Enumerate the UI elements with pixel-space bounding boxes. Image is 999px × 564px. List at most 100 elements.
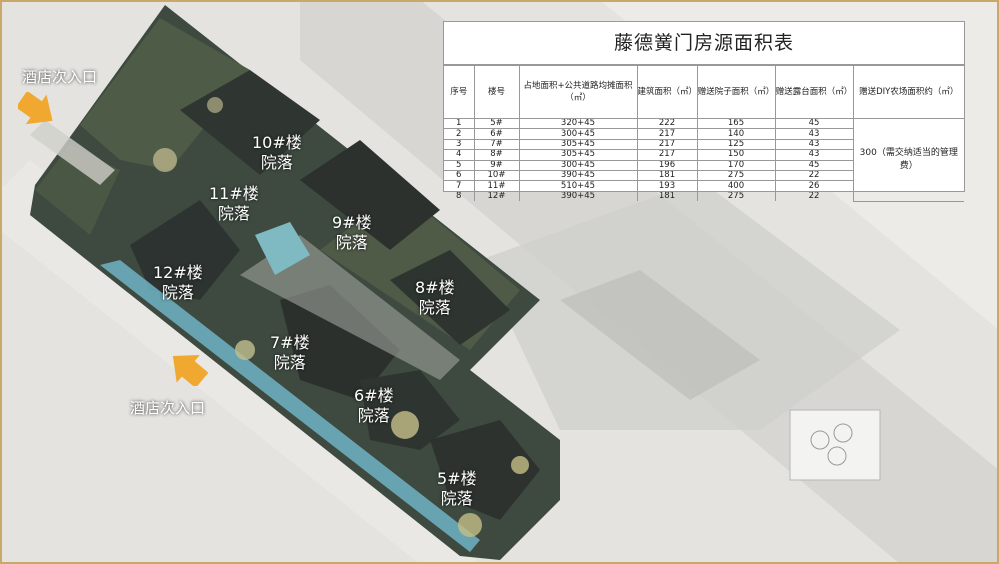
- courtyard-label-6: 6#楼 院落: [354, 386, 394, 425]
- pool: [255, 222, 310, 275]
- area-table-panel: 藤德黉门房源面积表 序号 楼号 占地面积+公共道路均摊面积（㎡） 建筑面积（㎡）…: [443, 21, 965, 202]
- arrow-icon: [172, 355, 208, 386]
- table-row: 1 5# 320+45 222 165 45 300（需交纳适当的管理费）: [444, 117, 964, 202]
- table-cell: 7#: [473, 138, 520, 151]
- table-cell: 45: [774, 159, 853, 171]
- header-building: 楼号: [473, 65, 520, 119]
- table-header-row: 序号 楼号 占地面积+公共道路均摊面积（㎡） 建筑面积（㎡） 赠送院子面积（㎡）…: [444, 65, 964, 119]
- tree: [207, 97, 223, 113]
- table-title: 藤德黉门房源面积表: [444, 22, 964, 65]
- table-cell: 275: [696, 190, 776, 202]
- table-cell: 12#: [473, 190, 520, 202]
- neighbour-building: [560, 270, 760, 400]
- table-cell: 275: [696, 169, 776, 182]
- table-cell: 1: [444, 117, 475, 130]
- table-cell: 22: [774, 169, 853, 182]
- tree: [391, 411, 419, 439]
- arrow-icon: [18, 92, 53, 125]
- table-cell: 170: [696, 159, 776, 171]
- courtyard-label-5: 5#楼 院落: [437, 469, 477, 508]
- table-row: 8 12# 390+45 181 275 22: [444, 190, 964, 202]
- roof-block: [300, 140, 440, 250]
- tree: [235, 340, 255, 360]
- table-cell: 400: [696, 180, 776, 192]
- table-cell: 5#: [473, 117, 520, 130]
- table-cell: 320+45: [518, 117, 638, 130]
- table-cell: 305+45: [518, 138, 638, 151]
- table-cell: 7: [444, 180, 475, 192]
- table-cell: 510+45: [518, 180, 638, 192]
- courtyard-label-12: 12#楼 院落: [153, 263, 203, 302]
- table-cell: 217: [636, 149, 698, 161]
- area-table: 序号 楼号 占地面积+公共道路均摊面积（㎡） 建筑面积（㎡） 赠送院子面积（㎡）…: [444, 65, 964, 202]
- table-cell: 140: [696, 128, 776, 140]
- table-cell: 10#: [473, 169, 520, 182]
- table-cell: 217: [636, 128, 698, 140]
- table-cell: 8#: [473, 149, 520, 161]
- tree: [153, 148, 177, 172]
- header-land-area: 占地面积+公共道路均摊面积（㎡）: [518, 65, 638, 119]
- table-cell: 8: [444, 190, 475, 202]
- table-cell: 165: [696, 117, 776, 130]
- roof-block: [360, 370, 460, 450]
- courtyard-label-11: 11#楼 院落: [209, 184, 259, 223]
- table-cell: 43: [774, 138, 853, 151]
- table-cell: 22: [774, 190, 853, 202]
- neighbour-circle: [810, 430, 830, 450]
- header-index: 序号: [444, 65, 475, 119]
- tree: [458, 513, 482, 537]
- table-cell: 43: [774, 128, 853, 140]
- roof-block: [390, 250, 510, 345]
- lawn-area: [80, 18, 250, 170]
- table-cell: 300+45: [518, 128, 638, 140]
- roof-block: [280, 285, 400, 400]
- courtyard-label-7: 7#楼 院落: [270, 333, 310, 372]
- header-diy-farm-area: 赠送DIY农场面积约（㎡）: [852, 65, 964, 119]
- table-cell: 6: [444, 169, 475, 182]
- entrance-label-top: 酒店次入口: [22, 68, 98, 86]
- table-row: 4 8# 305+45 217 150 43: [444, 149, 964, 161]
- diy-farm-note-cell: 300（需交纳适当的管理费）: [852, 118, 964, 202]
- neighbour-site: [480, 180, 900, 430]
- table-cell: 45: [774, 117, 854, 130]
- table-cell: 222: [636, 117, 698, 130]
- table-row: 7 11# 510+45 193 400 26: [444, 180, 964, 192]
- table-cell: 181: [636, 190, 698, 202]
- header-yard-area: 赠送院子面积（㎡）: [696, 65, 776, 119]
- table-cell: 305+45: [518, 149, 638, 161]
- table-cell: 196: [636, 159, 698, 171]
- walkway: [240, 235, 460, 380]
- table-cell: 9#: [473, 159, 520, 171]
- table-cell: 125: [696, 138, 776, 151]
- table-cell: 26: [774, 180, 853, 192]
- table-cell: 43: [774, 149, 853, 161]
- roof-block: [430, 420, 540, 520]
- courtyard-label-9: 9#楼 院落: [332, 213, 372, 252]
- neighbour-circle: [833, 423, 853, 443]
- header-floor-area: 建筑面积（㎡）: [636, 65, 698, 119]
- table-row: 2 6# 300+45 217 140 43: [444, 128, 964, 140]
- table-cell: 181: [636, 169, 698, 182]
- table-cell: 193: [636, 180, 698, 192]
- header-terrace-area: 赠送露台面积（㎡）: [774, 65, 854, 119]
- walkway: [30, 120, 115, 185]
- table-cell: 3: [444, 138, 475, 151]
- water-channel: [100, 260, 480, 552]
- table-cell: 300+45: [518, 159, 638, 171]
- entrance-label-bottom: 酒店次入口: [130, 399, 206, 417]
- table-cell: 217: [636, 138, 698, 151]
- neighbour-square: [789, 409, 881, 481]
- table-cell: 150: [696, 149, 776, 161]
- table-cell: 6#: [473, 128, 520, 140]
- courtyard-label-8: 8#楼 院落: [415, 278, 455, 317]
- courtyard-label-10: 10#楼 院落: [252, 133, 302, 172]
- table-cell: 5: [444, 159, 475, 171]
- table-cell: 390+45: [518, 169, 638, 182]
- roof-block: [130, 200, 240, 300]
- table-cell: 11#: [473, 180, 520, 192]
- table-cell: 4: [444, 149, 475, 161]
- tree: [511, 456, 529, 474]
- table-cell: 390+45: [518, 190, 638, 202]
- neighbour-circle: [827, 446, 847, 466]
